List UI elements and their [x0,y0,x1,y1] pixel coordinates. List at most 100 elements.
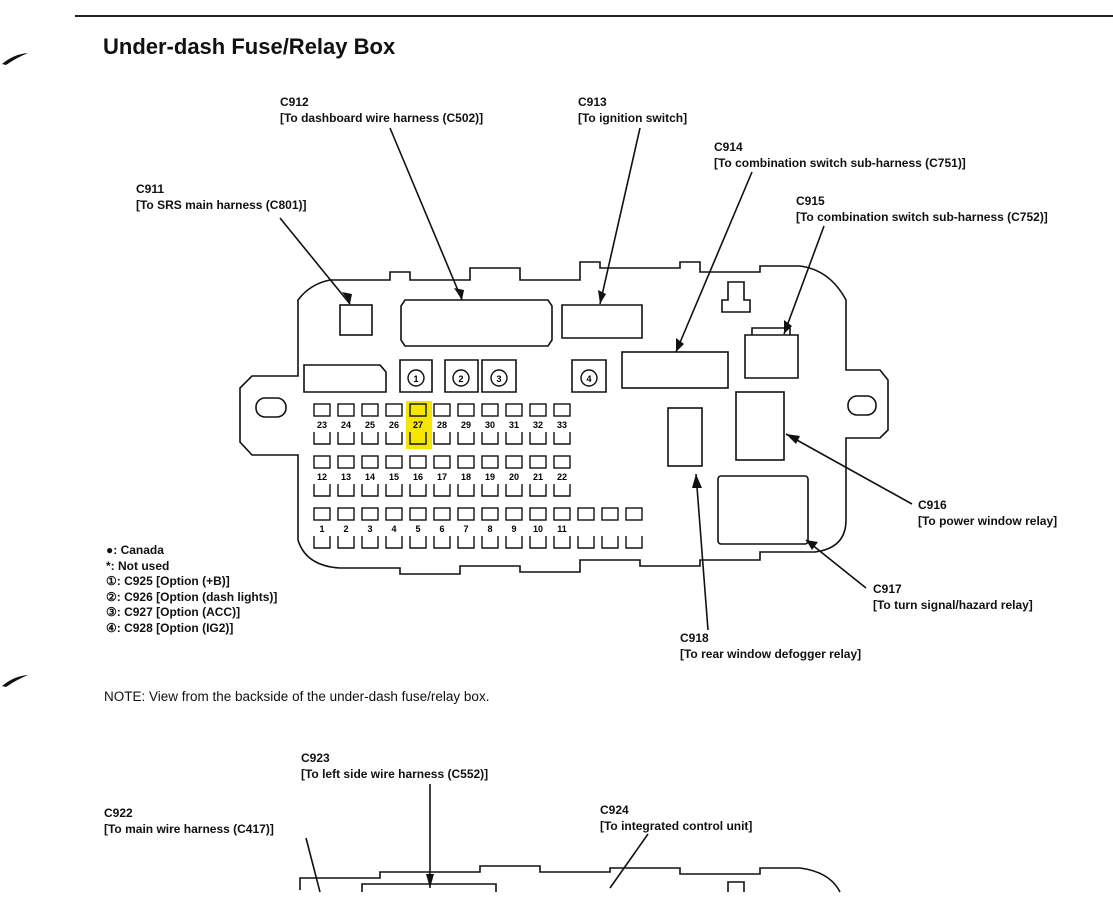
fuse-slot-11: 11 [553,507,571,549]
binding-mark [2,53,28,65]
fuse-slot-8: 8 [481,507,499,549]
fuse-slot-15: 15 [385,455,403,497]
fuse-number: 30 [485,420,495,430]
fuse-slot-21: 21 [529,455,547,497]
binding-mark [2,675,28,687]
svg-text:3: 3 [496,374,501,384]
connector-label-c916: C916[To power window relay] [918,498,1058,528]
fuse-slot-32: 32 [529,403,547,445]
connector-label-c915: C915[To combination switch sub-harness (… [796,194,1048,224]
option-marker-1: 1 [407,369,425,387]
fuse-slot-16: 16 [409,455,427,497]
fuse-slot-2: 2 [337,507,355,549]
legend-item: ①: C925 [Option (+B)] [106,574,230,588]
fuse-slot-27: 27 [406,401,432,449]
header-rule [75,15,1113,17]
legend-item: ③: C927 [Option (ACC)] [106,605,241,619]
fuse-number: 15 [389,472,399,482]
fuse-slot-7: 7 [457,507,475,549]
mount-hole-right [847,395,877,416]
svg-text:4: 4 [586,374,591,384]
fuse-number: 13 [341,472,351,482]
legend-item: *: Not used [106,558,170,573]
connector-label-c924: C924[To integrated control unit] [600,803,753,833]
fuse-slot-4: 4 [385,507,403,549]
connector-c917 [717,475,809,545]
fuse-number: 12 [317,472,327,482]
fuse-number: 23 [317,420,327,430]
connector-c915 [744,327,799,379]
fuse-number: 25 [365,420,375,430]
connector-label-c918: C918[To rear window defogger relay] [680,631,862,661]
fuse-number: 4 [391,524,396,534]
mount-hole-left [255,397,287,418]
fuse-number: 32 [533,420,543,430]
fuse-slot-empty [577,507,595,549]
fuse-slot-28: 28 [433,403,451,445]
fuse-number: 9 [511,524,516,534]
connector-label-c917: C917[To turn signal/hazard relay] [873,582,1033,612]
legend-item: ④: C928 [Option (IG2)] [106,620,234,635]
fuse-number: 11 [557,524,567,534]
option-marker-3: 3 [490,369,508,387]
fuse-box-outline [239,261,889,575]
fuse-slot-3: 3 [361,507,379,549]
connector-c916 [735,391,785,461]
fuse-slot-25: 25 [361,403,379,445]
connector-c918 [667,407,703,467]
fuse-number: 3 [367,524,372,534]
fuse-number: 1 [319,524,324,534]
fuse-slot-29: 29 [457,403,475,445]
connector-label-c922: C922[To main wire harness (C417)] [104,806,274,836]
fuse-slot-30: 30 [481,403,499,445]
fuse-slot-24: 24 [337,403,355,445]
connector-label-c923: C923[To left side wire harness (C552)] [301,751,489,781]
fuse-number: 21 [533,472,543,482]
connector-label-c914: C914[To combination switch sub-harness (… [714,140,966,170]
connector-label-c913: C913[To ignition switch] [578,95,688,125]
fuse-number: 19 [485,472,495,482]
connector-label-c912: C912[To dashboard wire harness (C502)] [280,95,484,125]
fuse-number: 8 [487,524,492,534]
legend-item: ②: C926 [Option (dash lights)] [106,589,278,604]
fuse-slot-14: 14 [361,455,379,497]
fuse-slot-12: 12 [313,455,331,497]
fuse-number: 18 [461,472,471,482]
fuse-slot-13: 13 [337,455,355,497]
fuse-number: 22 [557,472,567,482]
legend: ●: Canada *: Not used ①: C925 [Option (+… [106,543,277,636]
fuse-slot-empty [601,507,619,549]
fuse-slot-19: 19 [481,455,499,497]
fuse-slot-23: 23 [313,403,331,445]
fuse-number: 14 [365,472,375,482]
page-title: Under-dash Fuse/Relay Box [103,34,396,59]
option-marker-2: 2 [452,369,470,387]
fuse-slot-5: 5 [409,507,427,549]
fuse-slot-31: 31 [505,403,523,445]
connector-c911 [339,304,373,336]
fuse-slot-20: 20 [505,455,523,497]
fuse-number: 27 [413,420,423,430]
fuse-slot-33: 33 [553,403,571,445]
fuse-slot-6: 6 [433,507,451,549]
fuse-slot-1: 1 [313,507,331,549]
legend-item: ●: Canada [106,543,164,557]
fuse-number: 6 [439,524,444,534]
fuse-number: 29 [461,420,471,430]
fuse-number: 26 [389,420,399,430]
svg-text:1: 1 [413,374,418,384]
fuse-number: 31 [509,420,519,430]
fuse-slot-10: 10 [529,507,547,549]
fuse-number: 17 [437,472,447,482]
fuse-number: 16 [413,472,423,482]
connector-c914 [621,351,729,389]
option-marker-4: 4 [580,369,598,387]
fuse-number: 20 [509,472,519,482]
fuse-slot-empty [625,507,643,549]
connector-label-c911: C911[To SRS main harness (C801)] [136,182,307,212]
fuse-slot-26: 26 [385,403,403,445]
fuse-number: 7 [463,524,468,534]
fuse-slot-22: 22 [553,455,571,497]
fuse-number: 10 [533,524,543,534]
